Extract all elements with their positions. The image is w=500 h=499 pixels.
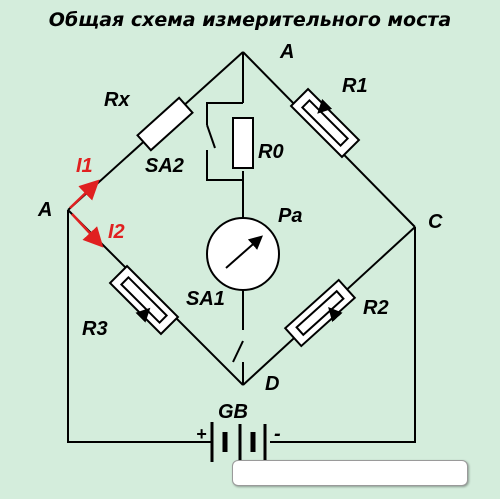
- switch-sa1-blade: [232, 340, 244, 363]
- label-node-c: C: [428, 211, 443, 233]
- answer-input-box[interactable]: [232, 460, 468, 486]
- label-current-i1: I1: [76, 155, 93, 177]
- wire-sa2-top: [206, 102, 243, 125]
- label-node-a-left: A: [37, 199, 52, 221]
- resistor-r0: [232, 117, 254, 169]
- resistor-r1: [289, 87, 361, 159]
- wire-battery-to-right: [270, 227, 416, 443]
- resistor-r3: [108, 264, 180, 336]
- label-r2: R2: [363, 297, 389, 319]
- label-gb: GB: [218, 401, 248, 423]
- label-node-a-top: A: [279, 41, 294, 63]
- diagram-title: Общая схема измерительного моста: [49, 9, 451, 31]
- label-current-i2: I2: [108, 221, 125, 243]
- battery-gb: [210, 422, 267, 462]
- ammeter-pa: [206, 217, 280, 291]
- label-pa: Pa: [278, 205, 302, 227]
- label-r0: R0: [258, 141, 284, 163]
- label-plus: +: [196, 424, 207, 444]
- label-rx: Rx: [104, 89, 130, 111]
- label-node-d: D: [265, 373, 279, 395]
- wire-sa2-bottom: [206, 150, 243, 181]
- resistor-rx: [136, 96, 194, 152]
- label-r3: R3: [82, 318, 108, 340]
- label-r1: R1: [342, 75, 368, 97]
- switch-sa2-blade: [206, 124, 216, 149]
- label-sa2: SA2: [145, 155, 184, 177]
- label-sa1: SA1: [186, 288, 225, 310]
- label-minus: -: [274, 423, 281, 445]
- resistor-r2: [283, 278, 357, 348]
- current-i2-arrow: [71, 213, 104, 248]
- current-i1-arrow: [69, 179, 100, 209]
- wire-left-to-battery: [67, 210, 212, 443]
